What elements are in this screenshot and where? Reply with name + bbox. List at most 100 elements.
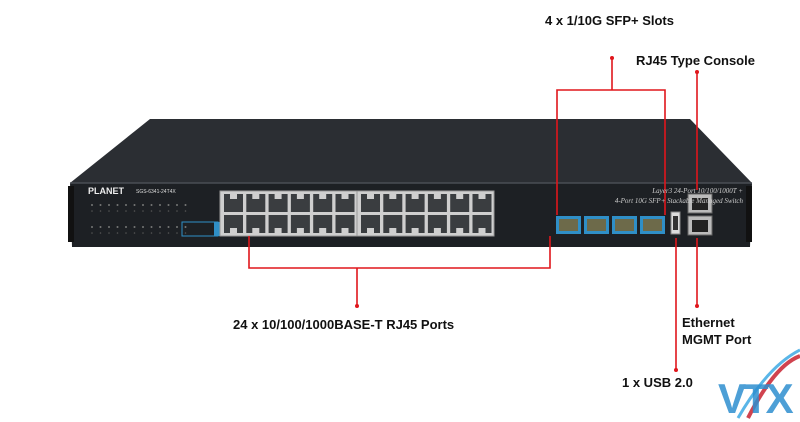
rj45-port-latch [296,194,304,199]
rj45-port-latch [252,228,260,233]
status-led [150,226,153,228]
status-led [133,210,136,212]
status-led [176,210,178,212]
status-led [167,232,170,234]
status-led [116,226,119,228]
rj45-port[interactable] [472,194,492,212]
rj45-port[interactable] [383,194,403,212]
rj45-port[interactable] [405,215,425,233]
status-led [142,232,144,234]
label-ethernet-line1: Ethernet [682,315,735,330]
annotation-dots [355,56,699,372]
rj45-port[interactable] [335,194,355,212]
model-number: SGS-6341-24T4X [136,189,176,195]
rj45-port[interactable] [361,215,380,233]
description-line-1: Layer3 24-Port 10/100/1000T + [652,187,743,195]
status-led [133,226,136,228]
status-led [99,204,102,206]
label-sfp-slots: 4 x 1/10G SFP+ Slots [545,13,674,28]
status-led [108,204,110,206]
status-led [125,204,127,206]
status-led [125,210,127,212]
rj45-port-latch [341,228,349,233]
status-led [133,204,136,206]
status-led [167,210,170,212]
status-led [116,232,119,234]
status-led [167,204,170,206]
sfp-slot-cage [615,219,634,231]
rack-ear-left [68,186,74,242]
rj45-port-latch [274,194,282,199]
status-led [91,210,93,212]
rj45-port[interactable] [246,215,266,233]
rj45-port-latch [456,194,464,199]
status-led [176,226,178,228]
status-led [167,226,170,228]
status-led [116,204,119,206]
device-description: Layer3 24-Port 10/100/1000T + 4-Port 10G… [615,186,743,206]
label-console: RJ45 Type Console [636,53,755,68]
status-led [142,210,144,212]
rj45-port[interactable] [268,215,288,233]
annotation-lines [248,58,698,370]
rj45-port-latch [252,194,260,199]
rj45-port-latch [478,194,486,199]
brand-logo: PLANET [88,186,124,196]
status-led [150,232,153,234]
rj45-port[interactable] [224,194,243,212]
status-led [108,232,110,234]
mgmt-port-socket [692,220,708,232]
label-rj45-ports: 24 x 10/100/1000BASE-T RJ45 Ports [233,317,455,332]
rj45-port[interactable] [383,215,403,233]
rj45-port[interactable] [290,215,310,233]
rj45-port[interactable] [472,215,492,233]
rj45-port-latch [274,228,282,233]
status-led [99,232,102,234]
status-led [184,232,187,234]
rj45-port-latch [319,194,327,199]
status-led [99,226,102,228]
rj45-port[interactable] [246,194,266,212]
rj45-port-latch [411,194,419,199]
rj45-port[interactable] [313,215,333,233]
status-led [133,232,136,234]
rack-ear-right [746,186,752,242]
rj45-port[interactable] [450,194,470,212]
status-led [125,232,127,234]
status-led [176,232,178,234]
rj45-port[interactable] [290,194,310,212]
status-led [108,210,110,212]
status-led [91,204,93,206]
logo-swoosh-blue [736,348,800,419]
rj45-port[interactable] [450,215,470,233]
rj45-port[interactable] [427,215,447,233]
rj45-port-latch [456,228,464,233]
status-led [108,226,110,228]
rj45-port-latch [230,228,237,233]
rj45-port[interactable] [427,194,447,212]
status-led [125,226,127,228]
rj45-port-latch [319,228,327,233]
logo-swoosh [746,354,800,419]
status-led [176,204,178,206]
rj45-port[interactable] [405,194,425,212]
rj45-port-latch [367,228,374,233]
status-led [91,232,93,234]
label-ethernet-line2: MGMT Port [682,332,752,347]
status-led [184,210,187,212]
rj45-port[interactable] [268,194,288,212]
rj45-port-latch [389,194,397,199]
status-led [116,210,119,212]
sfp-slot-cage [643,219,662,231]
rj45-port-blocks [219,190,495,237]
usb-port-slot [673,216,678,230]
status-led [184,204,187,206]
port-leds [91,204,187,234]
rj45-port[interactable] [335,215,355,233]
rj45-port[interactable] [313,194,333,212]
console-port-socket [692,198,708,210]
rj45-port[interactable] [224,215,243,233]
status-led [91,226,93,228]
rj45-port[interactable] [361,194,380,212]
